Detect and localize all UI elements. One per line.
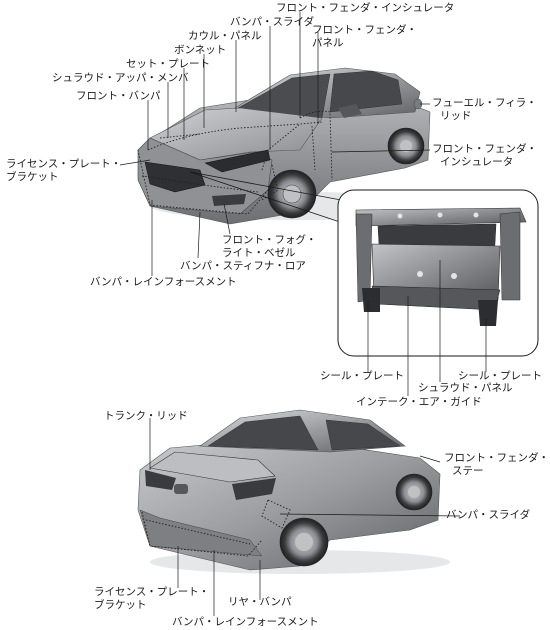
label-intake-air-guide: インテーク・エア・ガイド bbox=[356, 396, 482, 408]
label-set-plate: セット・プレート bbox=[126, 58, 210, 70]
label-front-fender-panel-1: フロント・フェンダ・ bbox=[312, 24, 417, 36]
label-license-plate-bracket-rear-2: ブラケット bbox=[94, 599, 147, 611]
label-front-fender-insulator-top: フロント・フェンダ・インシュレータ bbox=[276, 2, 455, 14]
label-front-fog-light-bezel-1: フロント・フォグ・ bbox=[222, 234, 317, 246]
leader-lines bbox=[119, 12, 487, 616]
label-bumper-reinforcement-front: バンパ・レインフォースメント bbox=[90, 276, 237, 288]
label-front-fender-insulator-1: フロント・フェンダ・ bbox=[432, 143, 537, 155]
label-bumper-stiffener-lower: バンパ・スティフナ・ロア bbox=[180, 260, 306, 272]
label-license-plate-bracket-rear-1: ライセンス・プレート・ bbox=[94, 586, 210, 598]
label-seal-plate-right: シール・プレート bbox=[458, 370, 542, 382]
label-front-fender-panel-2: パネル bbox=[312, 37, 344, 49]
label-rear-bumper: リヤ・バンパ bbox=[228, 596, 292, 608]
front-car bbox=[137, 67, 450, 225]
label-shroud-panel: シュラウド・パネル bbox=[418, 382, 513, 394]
label-front-bumper: フロント・バンパ bbox=[76, 90, 161, 102]
label-bumper-slider-front: バンパ・スライダ bbox=[230, 16, 315, 28]
label-fuel-filler-lid-2: リッド bbox=[440, 110, 472, 122]
label-front-fender-insulator-2: インシュレータ bbox=[440, 156, 514, 168]
label-cowl-panel: カウル・パネル bbox=[188, 30, 262, 42]
label-bonnet: ボンネット bbox=[174, 44, 227, 56]
label-bumper-slider-rear: バンパ・スライダ bbox=[446, 509, 531, 521]
label-license-plate-bracket-1: ライセンス・プレート・ bbox=[6, 158, 122, 170]
label-license-plate-bracket-2: ブラケット bbox=[6, 171, 59, 183]
label-trunk-lid: トランク・リッド bbox=[104, 410, 188, 422]
inset-radiator-support bbox=[337, 189, 539, 357]
label-seal-plate-left: シール・プレート bbox=[320, 370, 404, 382]
rear-car bbox=[137, 409, 450, 574]
label-front-fender-stay-2: ステー bbox=[452, 465, 484, 477]
label-front-fog-light-bezel-2: ライト・ベゼル bbox=[222, 247, 296, 259]
label-bumper-reinforcement-rear: バンパ・レインフォースメント bbox=[172, 616, 319, 628]
inset-connector bbox=[189, 171, 353, 227]
label-front-fender-stay-1: フロント・フェンダ・ bbox=[444, 452, 549, 464]
label-shroud-upper-member: シュラウド・アッパ・メンバ bbox=[52, 72, 189, 84]
label-fuel-filler-lid-1: フューエル・フィラ・ bbox=[432, 97, 537, 109]
